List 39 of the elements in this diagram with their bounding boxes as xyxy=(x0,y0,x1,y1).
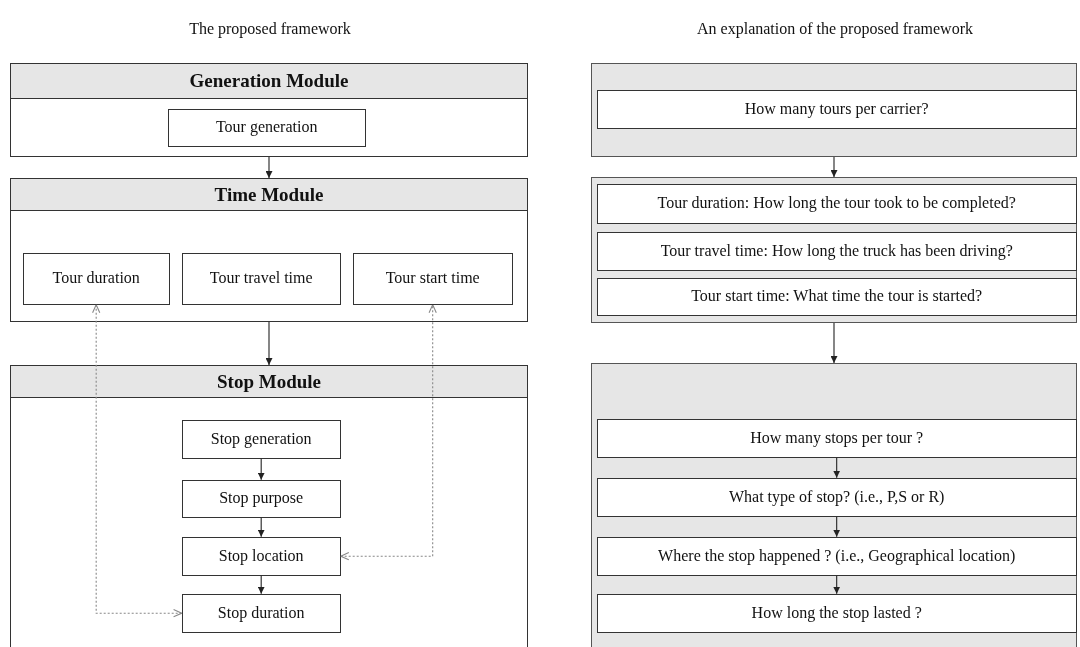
module-panel xyxy=(10,178,528,322)
arrow xyxy=(830,322,838,364)
arrow xyxy=(830,156,838,178)
arrow xyxy=(833,575,841,595)
process-box: Stop purpose xyxy=(181,479,341,518)
arrow xyxy=(257,458,265,481)
arrow xyxy=(265,156,273,179)
process-box: Tour start time xyxy=(352,252,513,305)
group-panel xyxy=(591,63,1077,157)
process-box: Tour duration: How long the tour took to be completed? xyxy=(596,183,1077,224)
module-panel xyxy=(10,365,528,647)
process-box: Tour duration xyxy=(22,252,170,305)
process-box: How long the stop lasted ? xyxy=(596,593,1077,633)
group-panel xyxy=(591,363,1077,647)
process-box: What type of stop? (i.e., P,S or R) xyxy=(596,477,1077,517)
arrow xyxy=(833,457,841,479)
arrow xyxy=(257,575,265,595)
arrow xyxy=(257,517,265,538)
arrow xyxy=(265,321,273,366)
arrow xyxy=(833,516,841,538)
process-box: How many stops per tour ? xyxy=(596,418,1077,458)
process-box: Tour generation xyxy=(167,108,366,147)
process-box: Tour travel time xyxy=(181,252,341,305)
module-panel xyxy=(10,63,528,157)
dashed-arrow xyxy=(92,304,183,618)
dashed-arrow xyxy=(340,304,437,561)
module-header: Time Module xyxy=(11,179,527,211)
process-box: Stop location xyxy=(181,536,341,576)
module-header: Stop Module xyxy=(11,366,527,398)
process-box: Tour start time: What time the tour is started? xyxy=(596,277,1077,316)
process-box: How many tours per carrier? xyxy=(596,89,1077,129)
process-box: Tour travel time: How long the truck has been driving? xyxy=(596,231,1077,271)
column-heading: An explanation of the proposed framework xyxy=(697,20,973,38)
group-panel xyxy=(591,177,1077,323)
process-box: Stop generation xyxy=(181,419,341,459)
process-box: Stop duration xyxy=(181,593,341,633)
module-header: Generation Module xyxy=(11,64,527,99)
column-heading: The proposed framework xyxy=(189,20,351,38)
process-box: Where the stop happened ? (i.e., Geographical location) xyxy=(596,536,1077,576)
